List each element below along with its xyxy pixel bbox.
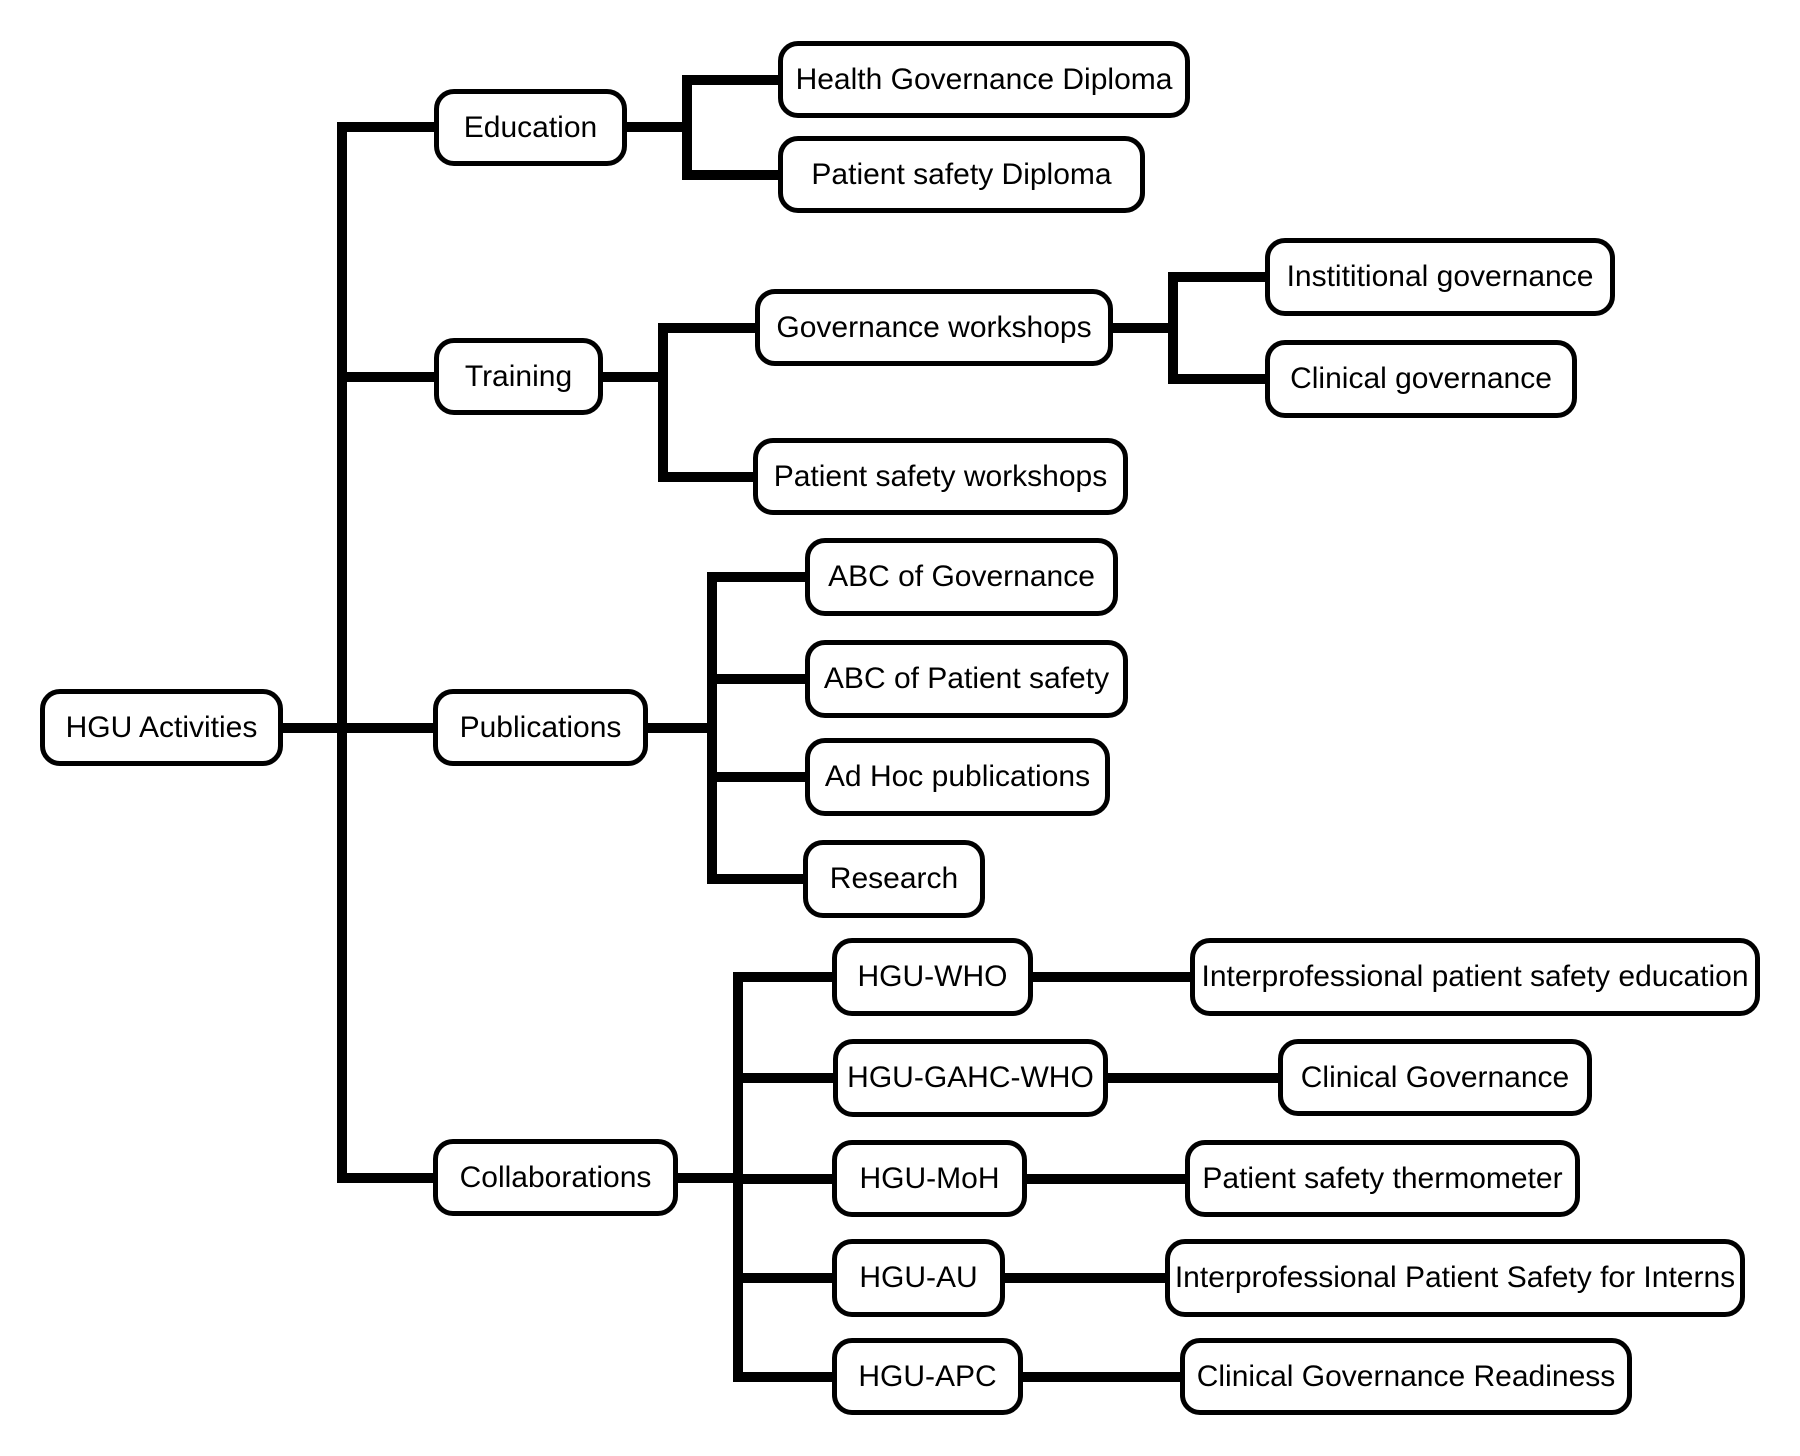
node-hgu-moh: HGU-MoH — [832, 1140, 1027, 1217]
node-hgu-au: HGU-AU — [832, 1239, 1005, 1317]
node-hgu-gahc-who: HGU-GAHC-WHO — [833, 1039, 1108, 1117]
edge-root-trunk — [283, 122, 434, 1183]
node-collaborations: Collaborations — [433, 1139, 678, 1216]
node-clinical-governance-readiness: Clinical Governance Readiness — [1180, 1338, 1632, 1415]
node-hgu-who: HGU-WHO — [832, 938, 1033, 1016]
edge-collaborations-children — [678, 972, 833, 1382]
node-patient-safety-diploma: Patient safety Diploma — [778, 136, 1145, 213]
edge-education-children — [627, 75, 778, 180]
node-abc-of-patient-safety: ABC of Patient safety — [805, 640, 1128, 718]
node-interprofessional-patient-safety-for-interns: Interprofessional Patient Safety for Int… — [1165, 1239, 1745, 1317]
node-clinical-governance: Clinical governance — [1265, 340, 1577, 418]
node-interprofessional-patient-safety-education: Interprofessional patient safety educati… — [1190, 938, 1760, 1016]
node-hgu-apc: HGU-APC — [832, 1338, 1023, 1415]
node-ad-hoc-publications: Ad Hoc publications — [805, 738, 1110, 816]
node-patient-safety-workshops: Patient safety workshops — [753, 438, 1128, 515]
node-clinical-governance-collab: Clinical Governance — [1278, 1039, 1592, 1116]
node-abc-of-governance: ABC of Governance — [805, 538, 1118, 616]
node-publications: Publications — [433, 689, 648, 766]
node-education: Education — [434, 89, 627, 166]
edge-govworkshops-children — [1113, 272, 1265, 384]
edge-training-children — [603, 323, 755, 482]
node-patient-safety-thermometer: Patient safety thermometer — [1185, 1140, 1580, 1217]
node-training: Training — [434, 338, 603, 415]
node-research: Research — [803, 840, 985, 918]
node-hgu-activities: HGU Activities — [40, 689, 283, 766]
edge-publications-children — [648, 572, 805, 884]
node-governance-workshops: Governance workshops — [755, 289, 1113, 366]
node-health-governance-diploma: Health Governance Diploma — [778, 41, 1190, 118]
node-instititional-governance: Instititional governance — [1265, 238, 1615, 316]
